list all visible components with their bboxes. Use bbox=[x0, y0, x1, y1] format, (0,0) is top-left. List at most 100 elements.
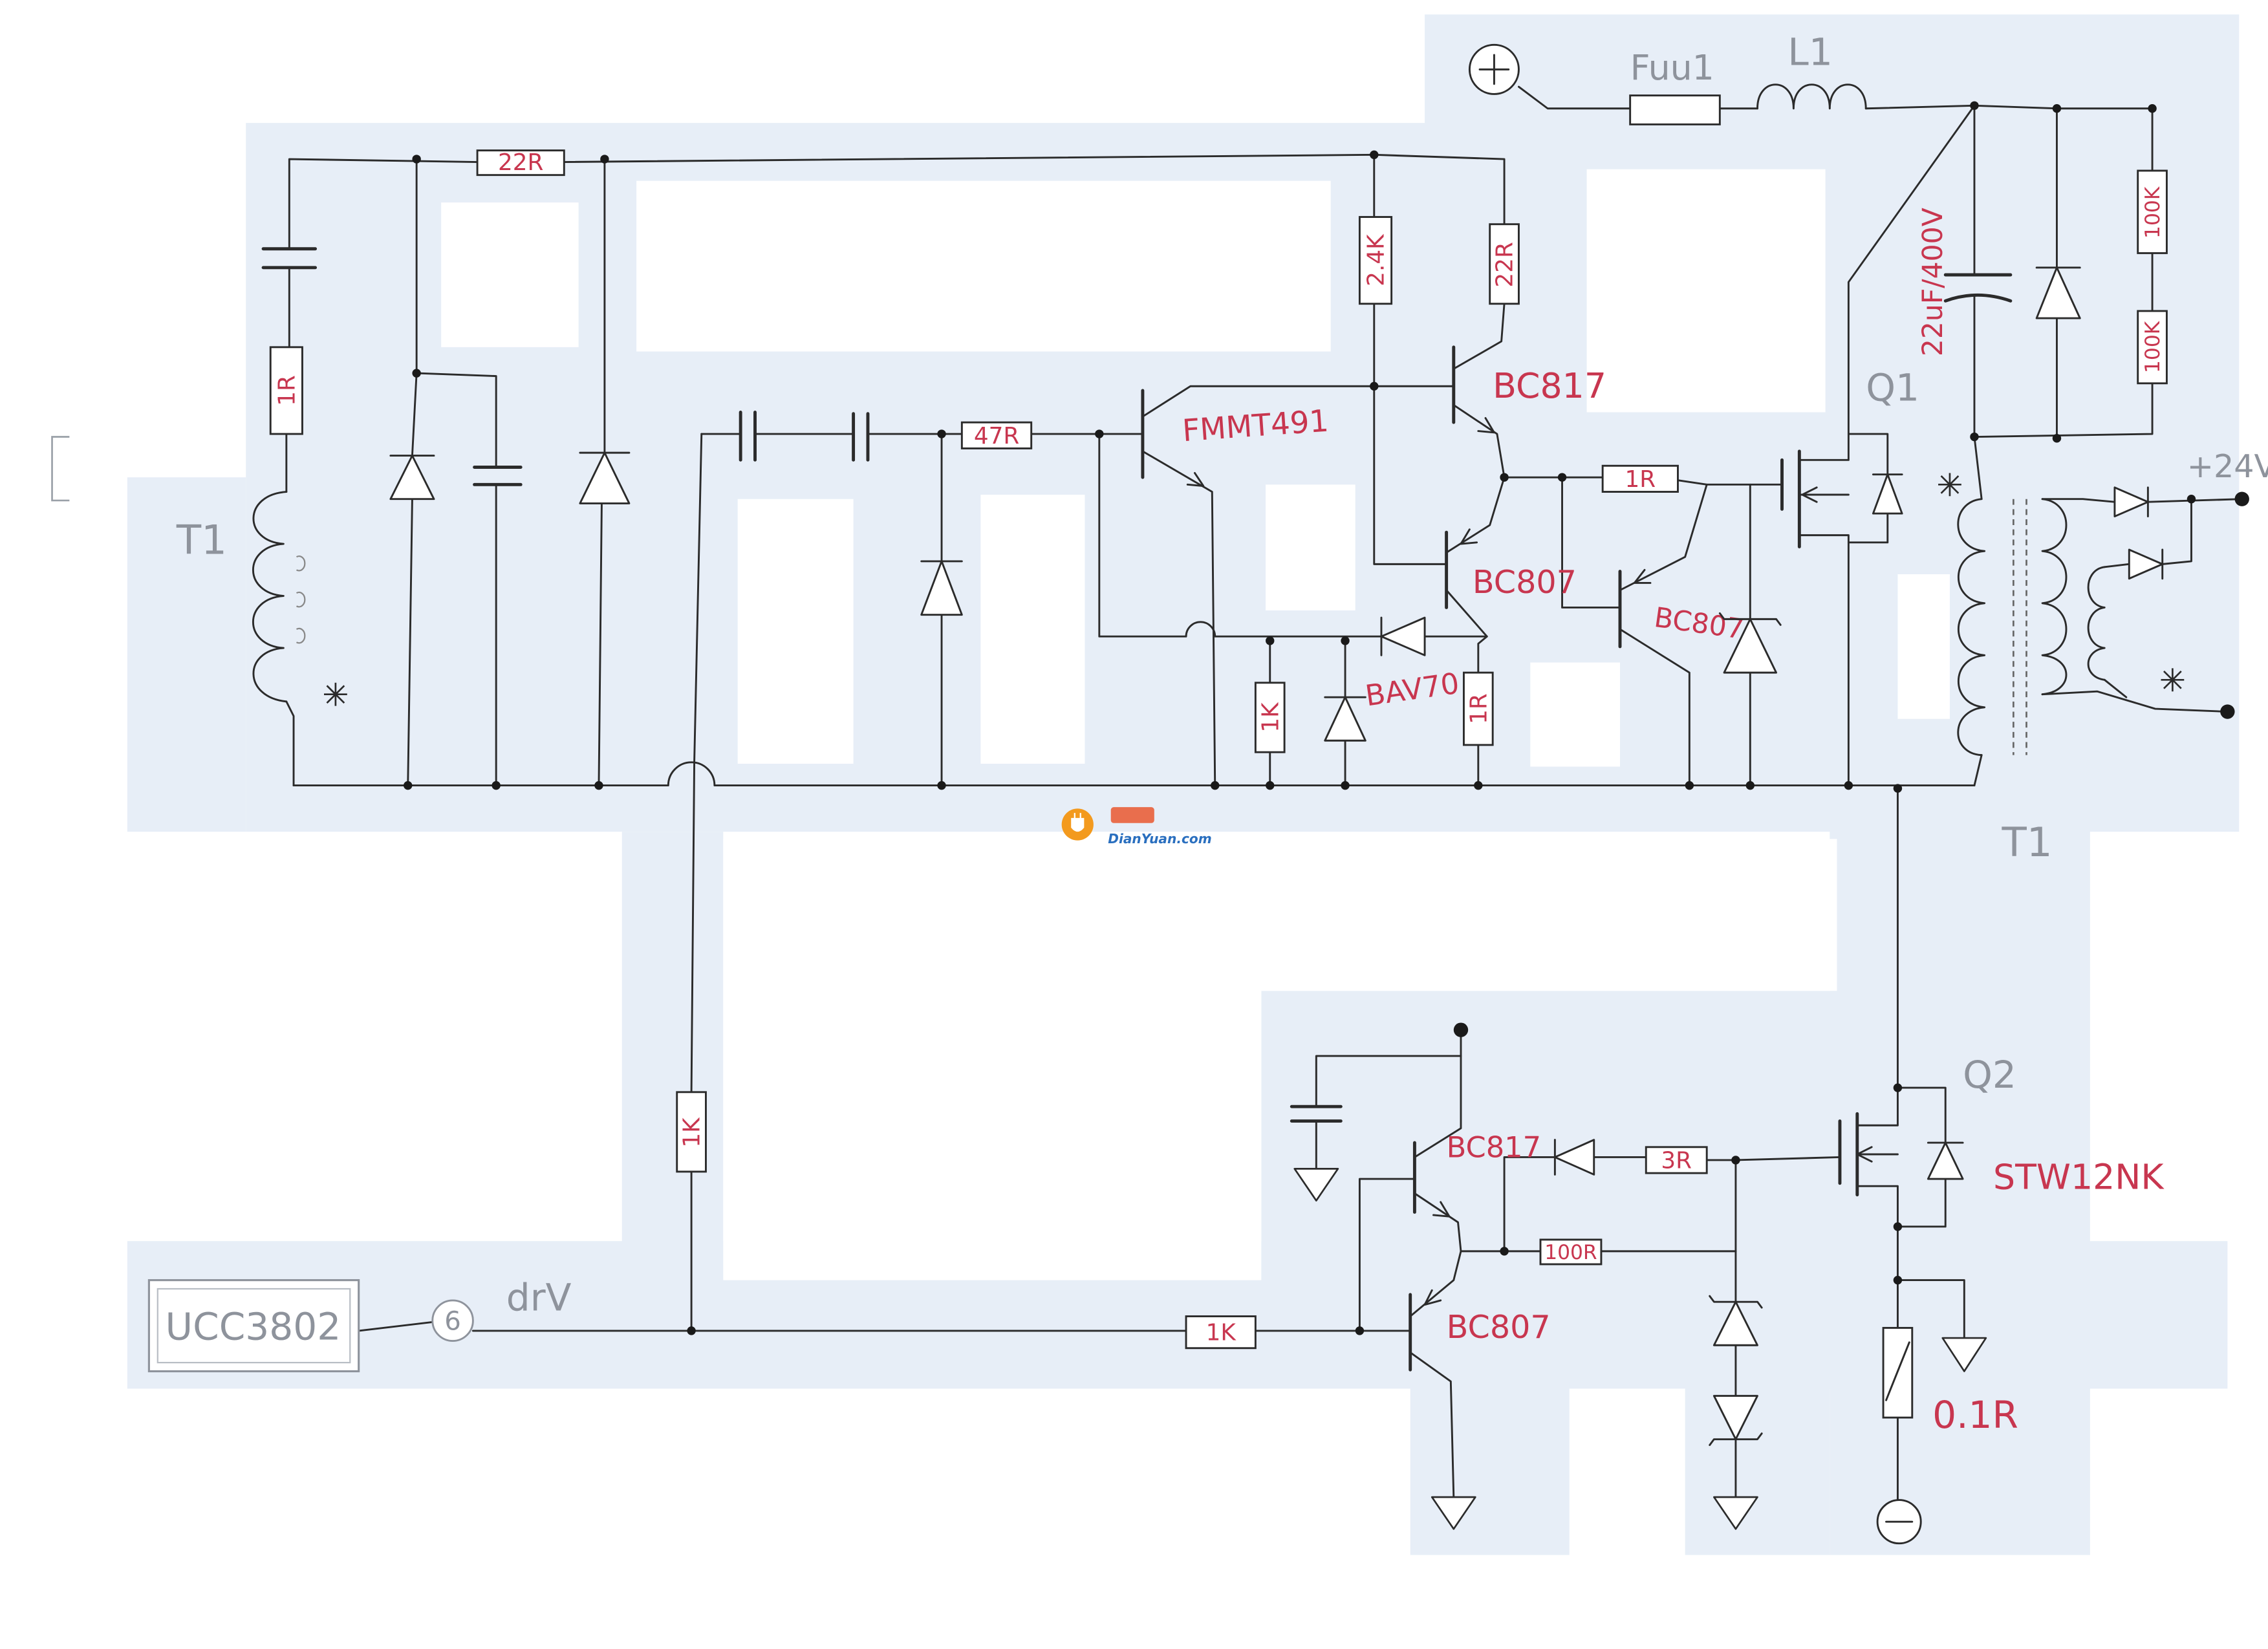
capacitor-left-shunt bbox=[473, 466, 523, 486]
resistor-label: 1K bbox=[679, 1117, 706, 1148]
resistor-1r-left: 1R bbox=[269, 346, 303, 435]
wire-bc807-collector bbox=[1445, 589, 1488, 674]
resistor-100k-lower: 100K bbox=[2137, 310, 2168, 385]
junction bbox=[1844, 781, 1853, 790]
transistor-label: BC817 bbox=[1447, 1130, 1541, 1164]
wire-100k-return bbox=[1973, 382, 2154, 438]
mosfet-q2: Q2 STW12NK bbox=[1838, 1053, 2165, 1198]
resistor-47r: 47R bbox=[960, 421, 1033, 449]
junction bbox=[2052, 104, 2062, 113]
transistor-label: BC807 bbox=[1447, 1308, 1551, 1346]
wire-secondary-top bbox=[2041, 498, 2116, 503]
wire-bypass-cap bbox=[1315, 1055, 1462, 1108]
diode-left-2 bbox=[579, 451, 631, 504]
diode-1k-parallel bbox=[1324, 696, 1366, 742]
resistor-22r-collector: 22R bbox=[1489, 223, 1520, 305]
transformer-core bbox=[2013, 499, 2027, 755]
ground-icon bbox=[1293, 1168, 1339, 1202]
junction bbox=[1893, 1275, 1903, 1285]
emitter-arrow bbox=[1477, 416, 1495, 434]
wire-q1-source bbox=[1798, 534, 1850, 787]
junction bbox=[1370, 382, 1379, 391]
wire-bc817-collector bbox=[1453, 303, 1506, 370]
wire-bc807-right-collector bbox=[1619, 628, 1690, 787]
transistor-label: BC817 bbox=[1493, 365, 1606, 406]
margin-bracket bbox=[51, 436, 70, 502]
resistor-label: 100K bbox=[2141, 320, 2165, 373]
body-diode bbox=[1927, 1141, 1964, 1180]
pin-name-label: drV bbox=[506, 1276, 572, 1320]
junction bbox=[1745, 781, 1755, 790]
secondary-winding bbox=[2041, 498, 2068, 696]
capacitor-22uf-400v: 22uF/400V bbox=[1917, 208, 2013, 356]
resistor-label: 0.1R bbox=[1932, 1393, 2018, 1437]
mosfet-q1: Q1 bbox=[1780, 366, 1919, 548]
wire-q2-diode-lower bbox=[1896, 1178, 1947, 1228]
junction bbox=[1370, 150, 1379, 160]
junction bbox=[1474, 781, 1483, 790]
junction bbox=[412, 155, 421, 164]
resistor-label: 22R bbox=[498, 149, 543, 176]
transistor-bc817-bottom: BC817 bbox=[1412, 1130, 1541, 1218]
q2-label: Q2 bbox=[1963, 1053, 2016, 1097]
resistor-label: 47R bbox=[974, 423, 1019, 449]
output-positive-terminal bbox=[2234, 491, 2249, 506]
diode-drive-clamp bbox=[920, 560, 963, 616]
supply-terminal bbox=[1453, 1022, 1469, 1037]
resistor-1k-mid: 1K bbox=[1254, 682, 1286, 753]
pin-6-marker: 6 drV bbox=[431, 1276, 572, 1342]
body-diode bbox=[1872, 473, 1903, 515]
q1-label: Q1 bbox=[1866, 366, 1919, 410]
channel-arrow bbox=[1856, 1146, 1873, 1163]
wire-fmmt491-collector bbox=[1141, 385, 1455, 418]
emitter-arrow bbox=[1432, 1201, 1451, 1218]
wire-q1-diode bbox=[1847, 433, 1889, 476]
emitter-arrow bbox=[1633, 568, 1652, 584]
wire-sense-ground bbox=[1896, 1279, 1965, 1339]
controller-ucc3802: UCC3802 bbox=[147, 1279, 360, 1373]
winding-polarity-asterisk bbox=[324, 682, 347, 706]
junction bbox=[1341, 781, 1350, 790]
junction bbox=[2052, 434, 2062, 443]
wire-bc817-bottom-emitter bbox=[1413, 1192, 1506, 1253]
resistor-1k-vertical: 1K bbox=[676, 1091, 707, 1173]
wire-freewheel bbox=[2161, 498, 2192, 565]
coupling-capacitor-2 bbox=[852, 412, 870, 462]
junction bbox=[1211, 781, 1220, 790]
wire-bc807-right-emitter bbox=[1619, 483, 1708, 592]
resistor-label: 2.4K bbox=[1363, 233, 1390, 286]
ground-icon bbox=[1431, 1496, 1476, 1530]
junction bbox=[1266, 636, 1275, 645]
transistor-bc807-bottom: BC807 bbox=[1409, 1289, 1551, 1372]
resistor-label: 3R bbox=[1661, 1147, 1692, 1174]
junction bbox=[1266, 781, 1275, 790]
wire-top-rail bbox=[563, 153, 1506, 226]
output-24v-label: +24V bbox=[2187, 447, 2268, 485]
fuse-fu1: Fuu1 bbox=[1629, 47, 1721, 125]
wire-bc807-right-base bbox=[1561, 476, 1621, 609]
wire-turnoff-diode bbox=[1503, 1156, 1556, 1253]
zener-gate-q2-lower bbox=[1709, 1395, 1763, 1447]
junction bbox=[1341, 636, 1350, 645]
zener-gate-q1 bbox=[1718, 612, 1782, 674]
transistor-bc807-mid: BC807 bbox=[1445, 528, 1577, 609]
resistor-1k-drive: 1K bbox=[1185, 1315, 1257, 1350]
junction bbox=[1893, 1083, 1903, 1092]
resistor-label: 100K bbox=[2141, 186, 2165, 239]
junction bbox=[1893, 784, 1903, 793]
junction bbox=[1500, 473, 1509, 482]
capacitor-label: 22uF/400V bbox=[1917, 208, 1949, 356]
transformer-t1-aux-winding: T1 bbox=[176, 491, 347, 706]
wire-input-positive bbox=[1517, 85, 1632, 110]
watermark-text: DianYuan.com bbox=[1108, 831, 1211, 846]
junction bbox=[600, 155, 609, 164]
transistor-label: BC807 bbox=[1473, 563, 1577, 601]
junction bbox=[404, 781, 413, 790]
wire-cap-branch bbox=[415, 372, 497, 468]
junction bbox=[1970, 101, 1979, 110]
wire-column-288-lower bbox=[407, 498, 413, 787]
resistor-3r: 3R bbox=[1645, 1146, 1708, 1174]
emitter-arrow bbox=[1423, 1289, 1442, 1306]
wire-drive-vertical bbox=[690, 433, 703, 1094]
